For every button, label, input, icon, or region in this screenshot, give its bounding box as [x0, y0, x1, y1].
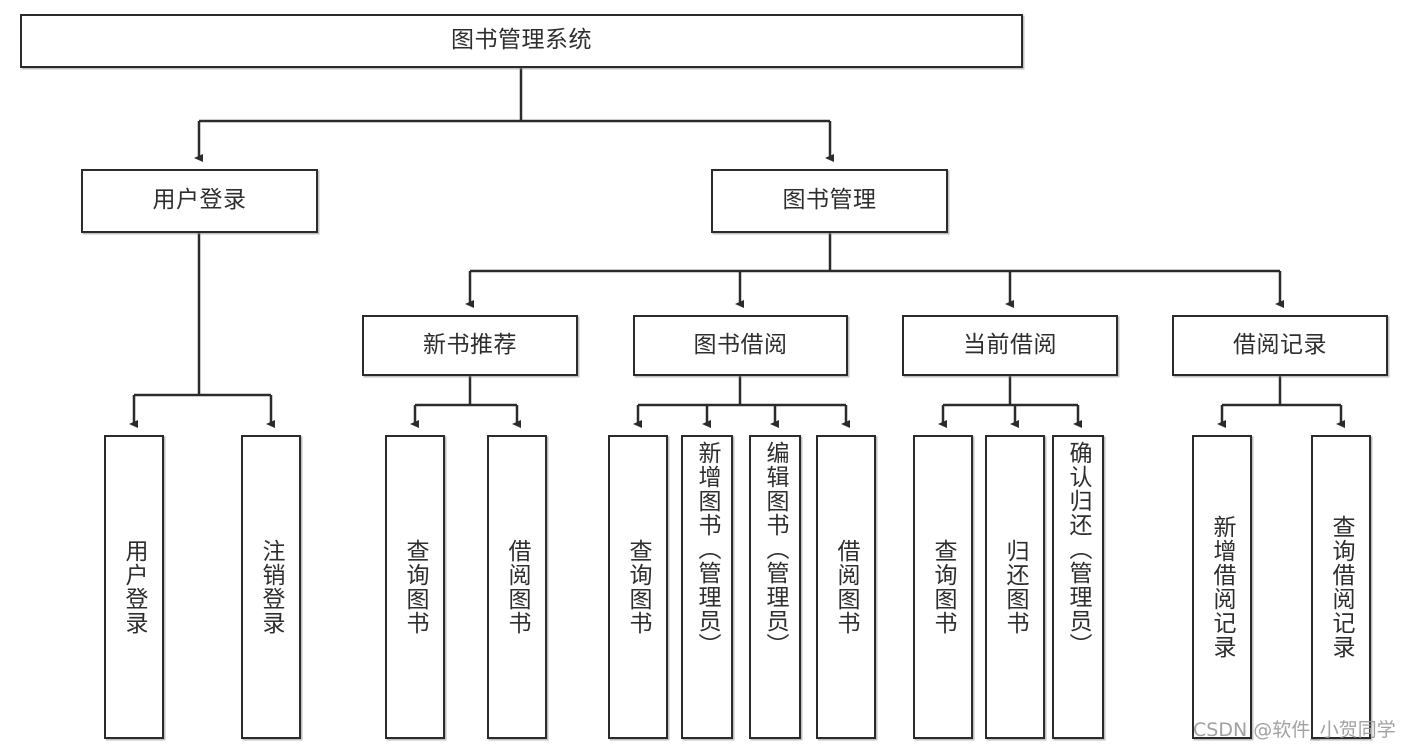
- node-leaf-user-login[interactable]: 用户登录: [104, 435, 164, 739]
- node-leaf-add-record-label: 新增借阅记录: [1209, 515, 1236, 659]
- node-leaf-borrow-book-2[interactable]: 借阅图书: [816, 435, 876, 739]
- edge-group-book-borrow: [633, 376, 850, 428]
- node-leaf-confirm-return[interactable]: 确认归还（管理员）: [1052, 435, 1104, 739]
- node-book-manage[interactable]: 图书管理: [711, 169, 948, 233]
- node-leaf-query-book-1[interactable]: 查询图书: [385, 435, 445, 739]
- node-leaf-query-book-1-label: 查询图书: [402, 539, 429, 635]
- node-leaf-query-book-3[interactable]: 查询图书: [913, 435, 973, 739]
- node-leaf-query-record-label: 查询借阅记录: [1328, 515, 1355, 659]
- edge-group-borrow-record: [1217, 376, 1345, 428]
- node-leaf-query-record[interactable]: 查询借阅记录: [1311, 435, 1371, 739]
- node-new-book-rec-label: 新书推荐: [423, 331, 517, 358]
- edge-group-new-book-rec: [410, 376, 521, 428]
- node-root[interactable]: 图书管理系统: [20, 14, 1023, 68]
- node-leaf-add-book-label: 新增图书（管理员）: [694, 441, 721, 657]
- edge-group-book-manage: [465, 233, 1284, 308]
- node-leaf-borrow-book-1[interactable]: 借阅图书: [487, 435, 547, 739]
- node-leaf-query-book-3-label: 查询图书: [930, 539, 957, 635]
- node-leaf-user-login-label: 用户登录: [121, 539, 148, 635]
- node-leaf-query-book-2[interactable]: 查询图书: [608, 435, 668, 739]
- node-root-label: 图书管理系统: [451, 27, 592, 54]
- node-leaf-return-book[interactable]: 归还图书: [985, 435, 1045, 739]
- node-current-borrow-label: 当前借阅: [963, 331, 1057, 358]
- node-borrow-record-label: 借阅记录: [1233, 331, 1327, 358]
- node-book-borrow[interactable]: 图书借阅: [633, 315, 848, 376]
- csdn-watermark: CSDN @软件_小贺同学: [1193, 719, 1396, 741]
- node-book-borrow-label: 图书借阅: [693, 331, 788, 358]
- node-leaf-logout[interactable]: 注销登录: [241, 435, 301, 739]
- node-user-login[interactable]: 用户登录: [81, 169, 318, 233]
- node-new-book-rec[interactable]: 新书推荐: [362, 315, 578, 376]
- node-book-manage-label: 图书管理: [782, 187, 877, 214]
- node-leaf-borrow-book-2-label: 借阅图书: [833, 539, 860, 635]
- node-leaf-add-book[interactable]: 新增图书（管理员）: [681, 435, 733, 739]
- node-borrow-record[interactable]: 借阅记录: [1172, 315, 1388, 376]
- node-leaf-borrow-book-1-label: 借阅图书: [504, 539, 531, 635]
- node-leaf-confirm-return-label: 确认归还（管理员）: [1065, 441, 1092, 657]
- node-leaf-return-book-label: 归还图书: [1002, 539, 1029, 635]
- node-leaf-edit-book[interactable]: 编辑图书（管理员）: [749, 435, 801, 739]
- edge-group-user-login: [129, 233, 275, 428]
- node-leaf-edit-book-label: 编辑图书（管理员）: [762, 441, 789, 657]
- node-leaf-logout-label: 注销登录: [258, 539, 285, 635]
- edge-group-root: [194, 68, 834, 162]
- node-leaf-query-book-2-label: 查询图书: [625, 539, 652, 635]
- node-current-borrow[interactable]: 当前借阅: [902, 315, 1118, 376]
- node-user-login-label: 用户登录: [152, 187, 247, 214]
- edge-group-current-borrow: [938, 376, 1082, 428]
- node-leaf-add-record[interactable]: 新增借阅记录: [1192, 435, 1252, 739]
